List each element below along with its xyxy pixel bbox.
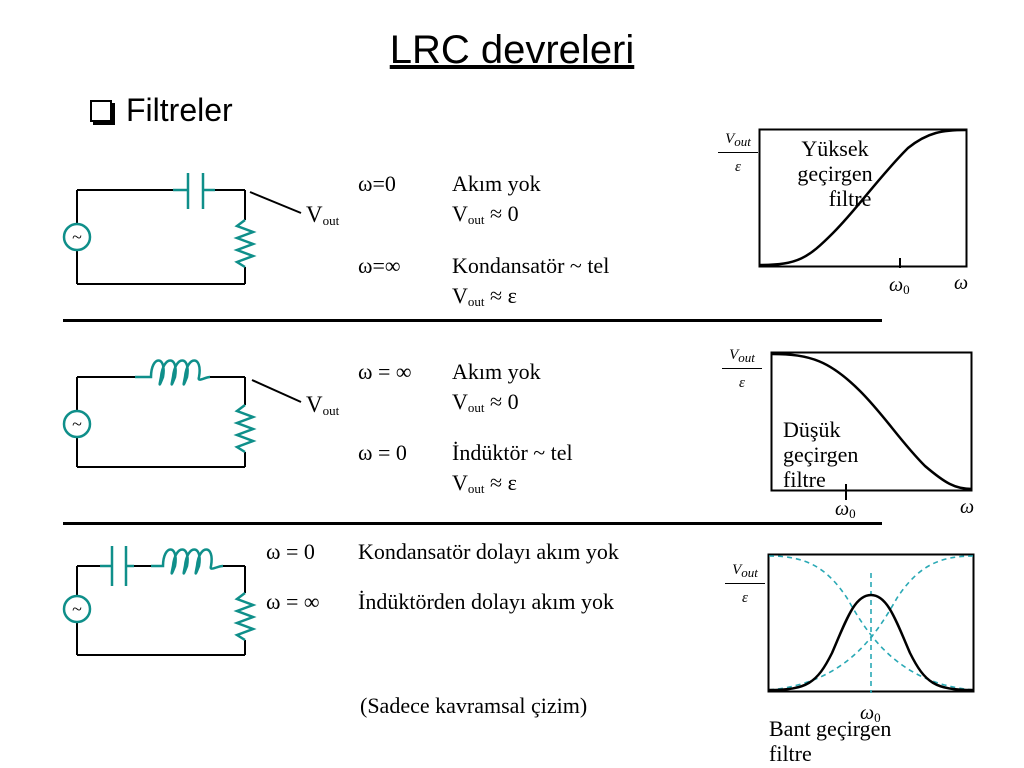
resistor-symbol: [233, 592, 257, 642]
highpass-cond2-line1: Kondansatör ~ tel: [452, 253, 610, 278]
bandpass-lowpass-dashed-curve: [768, 555, 974, 691]
checkbox-bullet-icon: [90, 99, 112, 122]
bandpass-cond1: ω = 0: [266, 539, 315, 564]
ac-source-symbol: ~: [72, 414, 82, 434]
lowpass-graph-label: Düşük geçirgen filtre: [783, 417, 859, 492]
highpass-y-axis-label: Vout ε: [718, 131, 758, 176]
resistor-symbol: [233, 219, 257, 269]
lowpass-cond2-line1: İndüktör ~ tel: [452, 440, 573, 465]
highpass-circuit: ~: [62, 173, 302, 285]
bullet-heading: Filtreler: [90, 92, 233, 129]
lowpass-circuit: ~: [62, 359, 302, 468]
highpass-graph-label: Yüksek geçirgen filtre: [797, 136, 873, 211]
ac-source-icon: [62, 409, 92, 439]
lowpass-cond2: ω = 0: [358, 440, 407, 465]
ac-source-icon: [62, 594, 92, 624]
bandpass-highpass-dashed-curve: [768, 555, 974, 691]
bandpass-cond2: ω = ∞: [266, 589, 320, 614]
bandpass-note: (Sadece kavramsal çizim): [360, 693, 588, 718]
bandpass-y-axis-label: Vout ε: [725, 562, 765, 607]
lowpass-cond1-line2: Vout ≈ 0: [452, 389, 519, 415]
bandpass-x-omega0-label: ω0: [860, 702, 881, 725]
highpass-x-omega0-label: ω0: [889, 274, 910, 297]
lowpass-response-curve: [771, 352, 973, 491]
highpass-cond2-line2: Vout ≈ ε: [452, 283, 517, 309]
bandpass-graph-label: Bant geçirgen filtre: [769, 716, 892, 766]
lowpass-y-axis-label: Vout ε: [722, 347, 762, 392]
ac-source-symbol: ~: [72, 227, 82, 247]
capacitor-symbol: [173, 173, 215, 209]
highpass-cond1-line1: Akım yok: [452, 171, 541, 196]
section-divider-2: [63, 522, 882, 525]
lowpass-x-omega-label: ω: [960, 496, 975, 518]
highpass-vout-label: Vout: [306, 202, 340, 228]
resistor-symbol: [233, 404, 257, 454]
lowpass-cond1-line1: Akım yok: [452, 359, 541, 384]
highpass-response-graph: [758, 128, 968, 268]
page-title: LRC devreleri: [389, 28, 635, 72]
lowpass-x-omega0-label: ω0: [835, 498, 856, 521]
bandpass-cond2-text: İndüktörden dolayı akım yok: [358, 589, 615, 614]
bandpass-cond1-text: Kondansatör dolayı akım yok: [358, 539, 619, 564]
bullet-heading-label: Filtreler: [126, 92, 233, 128]
highpass-cond2: ω=∞: [358, 253, 401, 278]
bandpass-response-curve: [768, 593, 974, 692]
ac-source-symbol: ~: [72, 599, 82, 619]
highpass-cond1-line2: Vout ≈ 0: [452, 201, 519, 227]
lowpass-cond2-line2: Vout ≈ ε: [452, 470, 517, 496]
lowpass-omega0-tick: [845, 484, 847, 500]
highpass-cond1: ω=0: [358, 171, 396, 196]
inductor-symbol: [151, 548, 224, 575]
capacitor-symbol: [100, 546, 134, 586]
lowpass-response-graph: [770, 351, 973, 492]
bandpass-circuit: ~: [62, 546, 257, 656]
section-divider-1: [63, 319, 882, 322]
lowpass-cond1: ω = ∞: [358, 359, 412, 384]
lowpass-vout-label: Vout: [306, 392, 340, 418]
inductor-symbol: [135, 359, 211, 386]
ac-source-icon: [62, 222, 92, 252]
highpass-x-omega-label: ω: [954, 272, 969, 294]
bandpass-response-graph: [767, 553, 975, 693]
highpass-response-curve: [759, 128, 967, 267]
